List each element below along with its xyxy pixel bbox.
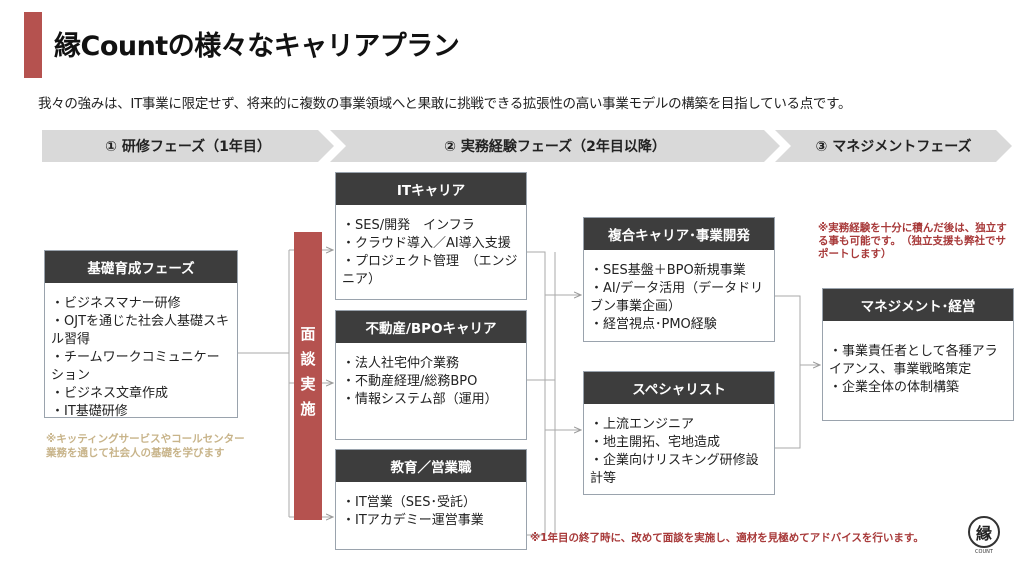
box-header: マネジメント･経営 [823, 289, 1013, 321]
list-item: ・SES/開発 インフラ [342, 218, 475, 233]
list-item: ・法人社宅仲介業務 [342, 356, 460, 371]
list-item: ・不動産経理/総務BPO [342, 374, 478, 389]
list-item: ・上流エンジニア [590, 417, 695, 432]
phase-training: ① 研修フェーズ（1年目） [42, 130, 334, 162]
bottom-note: ※1年目の終了時に、改めて面談を実施し、適材を見極めてアドバイスを行います。 [530, 532, 924, 544]
box-header: 教育／営業職 [336, 450, 526, 482]
list-item: ・情報システム部（運用） [342, 392, 498, 407]
box-header: ITキャリア [336, 173, 526, 205]
list-item: ・企業全体の体制構築 [829, 380, 960, 395]
specialist-box: スペシャリスト ・上流エンジニア・地主開拓、宅地造成・企業向けリスキング研修設計… [583, 371, 775, 495]
title-accent-bar [24, 12, 42, 78]
independence-note: ※実務経験を十分に積んだ後は、独立する事も可能です。 （独立支援も弊社でサポート… [818, 222, 1007, 260]
list-item: ・IT基礎研修 [51, 404, 128, 419]
list-item: ・SES基盤＋BPO新規事業 [590, 263, 746, 278]
list-item: ・OJTを通じた社会人基礎スキル習得 [51, 314, 230, 347]
basic-training-box: 基礎育成フェーズ ・ビジネスマナー研修・OJTを通じた社会人基礎スキル習得・チー… [44, 250, 238, 419]
box-header: 複合キャリア･事業開発 [584, 218, 774, 250]
list-item: ・IT営業（SES･受託） [342, 495, 476, 510]
list-item: ・チームワークコミュニケーション [51, 350, 220, 383]
composite-career-box: 複合キャリア･事業開発 ・SES基盤＋BPO新規事業・AI/データ活用（データド… [583, 217, 775, 342]
logo-text: COUNT [975, 549, 993, 555]
realestate-career-box: 不動産/BPOキャリア ・法人社宅仲介業務・不動産経理/総務BPO ・情報システム… [335, 310, 527, 440]
it-career-box: ITキャリア ・SES/開発 インフラ・クラウド導入／AI導入支援・プロジェクト… [335, 172, 527, 300]
list-item: ・クラウド導入／AI導入支援 [342, 236, 511, 251]
box-header: 基礎育成フェーズ [45, 251, 237, 283]
management-box: マネジメント･経営 ・事業責任者として各種アライアンス、事業戦略策定・企業全体の… [822, 288, 1014, 421]
education-sales-box: 教育／営業職 ・IT営業（SES･受託） ・ITアカデミー運営事業 [335, 449, 527, 550]
list-item: ・ビジネスマナー研修 [51, 296, 181, 311]
page-title: 縁Countの様々なキャリアプラン [54, 31, 460, 62]
list-item: ・ビジネス文章作成 [51, 386, 169, 401]
phase-management: ③ マネジメントフェーズ [775, 130, 1012, 162]
list-item: ・プロジェクト管理 （エンジニア） [342, 254, 518, 287]
subtitle: 我々の強みは、IT事業に限定せず、将来的に複数の事業領域へと果敢に挑戦できる拡張… [38, 96, 852, 112]
basic-note: ※キッティングサービスやコールセンター業務を通じて社会人の基礎を学びます [46, 433, 245, 459]
list-item: ・経営視点･PMO経験 [590, 317, 717, 332]
phase-practical: ② 実務経験フェーズ（2年目以降） [330, 130, 780, 162]
company-logo: 縁 [968, 516, 1000, 548]
list-item: ・地主開拓、宅地造成 [590, 435, 721, 450]
list-item: ・事業責任者として各種アライアンス、事業戦略策定 [829, 344, 998, 377]
box-header: 不動産/BPOキャリア [336, 311, 526, 343]
box-header: スペシャリスト [584, 372, 774, 404]
list-item: ・ITアカデミー運営事業 [342, 513, 484, 528]
list-item: ・企業向けリスキング研修設計等 [590, 453, 759, 486]
list-item: ・AI/データ活用（データドリブン事業企画） [590, 281, 764, 314]
interview-bar: 面談実施 [294, 232, 322, 520]
